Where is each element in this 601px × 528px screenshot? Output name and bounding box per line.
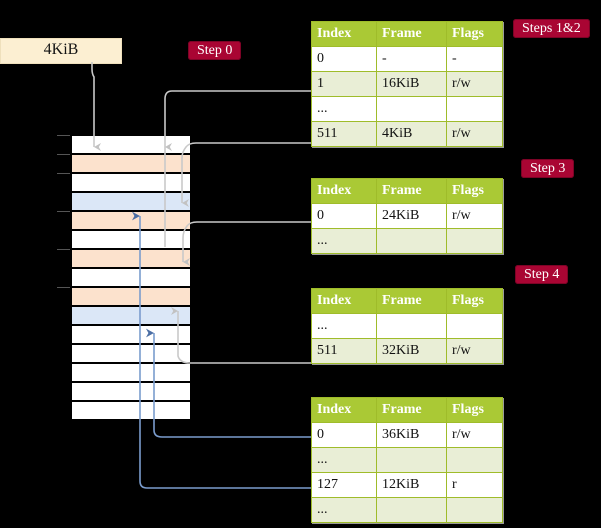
cell-flags (446, 447, 503, 473)
memory-frame-row (71, 211, 191, 230)
cell-frame (376, 313, 447, 339)
memory-frame-row (71, 230, 191, 249)
column-header-frame: Frame (376, 288, 447, 314)
column-header-flags: Flags (446, 21, 503, 47)
table-row: ... (311, 228, 503, 254)
cell-frame (376, 228, 447, 254)
memory-frame-tick (57, 287, 70, 288)
cell-index: 0 (311, 46, 377, 72)
source-box-4kib: 4KiB (0, 38, 122, 64)
step-chip-steps-1-2: Steps 1&2 (513, 19, 590, 38)
column-header-frame: Frame (376, 178, 447, 204)
table-row: ... (311, 96, 503, 122)
cell-flags: r (446, 472, 503, 498)
column-header-index: Index (311, 397, 377, 423)
cell-index: ... (311, 313, 377, 339)
memory-frame-row (71, 325, 191, 344)
cell-frame: 32KiB (376, 338, 447, 364)
memory-frame-row (71, 192, 191, 211)
memory-frame-row (71, 154, 191, 173)
table-row: ... (311, 497, 503, 523)
memory-frame-tick (57, 249, 70, 250)
cell-index: 127 (311, 472, 377, 498)
table-row: ... (311, 447, 503, 473)
step-chip-step-3: Step 3 (521, 159, 575, 178)
cell-flags (446, 228, 503, 254)
column-header-flags: Flags (446, 288, 503, 314)
cell-index: ... (311, 497, 377, 523)
cell-flags: - (446, 46, 503, 72)
cell-flags: r/w (446, 203, 503, 229)
memory-frame-tick (57, 211, 70, 212)
cell-flags (446, 96, 503, 122)
column-header-frame: Frame (376, 21, 447, 47)
cell-frame (376, 497, 447, 523)
memory-frame-row (71, 173, 191, 192)
memory-frame-row (71, 249, 191, 268)
column-header-flags: Flags (446, 397, 503, 423)
physical-memory-column (57, 135, 191, 420)
memory-frame-row (71, 344, 191, 363)
cell-frame: 24KiB (376, 203, 447, 229)
memory-frame-tick (57, 173, 70, 174)
column-header-frame: Frame (376, 397, 447, 423)
source-box-label: 4KiB (43, 41, 79, 58)
memory-frame-tick (57, 154, 70, 155)
step-chip-step-0: Step 0 (188, 41, 242, 60)
step-chip-step-4: Step 4 (515, 265, 569, 284)
cell-index: 0 (311, 203, 377, 229)
cell-index: 511 (311, 338, 377, 364)
column-header-flags: Flags (446, 178, 503, 204)
cell-flags (446, 313, 503, 339)
memory-frame-row (71, 268, 191, 287)
column-header-index: Index (311, 21, 377, 47)
cell-index: ... (311, 228, 377, 254)
cell-index: ... (311, 447, 377, 473)
cell-flags: r/w (446, 338, 503, 364)
cell-index: 0 (311, 422, 377, 448)
cell-frame: 16KiB (376, 71, 447, 97)
cell-frame: 36KiB (376, 422, 447, 448)
table-row: 0-- (311, 46, 503, 72)
column-header-index: Index (311, 178, 377, 204)
table-row: ... (311, 313, 503, 339)
cell-flags: r/w (446, 121, 503, 147)
cell-index: 1 (311, 71, 377, 97)
cell-index: ... (311, 96, 377, 122)
cell-frame (376, 96, 447, 122)
cell-frame (376, 447, 447, 473)
memory-frame-tick (57, 135, 70, 136)
memory-frame-row (71, 306, 191, 325)
cell-flags: r/w (446, 71, 503, 97)
memory-frame-row (71, 401, 191, 420)
memory-frame-row (71, 135, 191, 154)
memory-frame-row (71, 363, 191, 382)
memory-frame-row (71, 287, 191, 306)
cell-frame: 4KiB (376, 121, 447, 147)
cell-frame: - (376, 46, 447, 72)
memory-frame-row (71, 382, 191, 401)
cell-frame: 12KiB (376, 472, 447, 498)
cell-index: 511 (311, 121, 377, 147)
cell-flags: r/w (446, 422, 503, 448)
column-header-index: Index (311, 288, 377, 314)
cell-flags (446, 497, 503, 523)
